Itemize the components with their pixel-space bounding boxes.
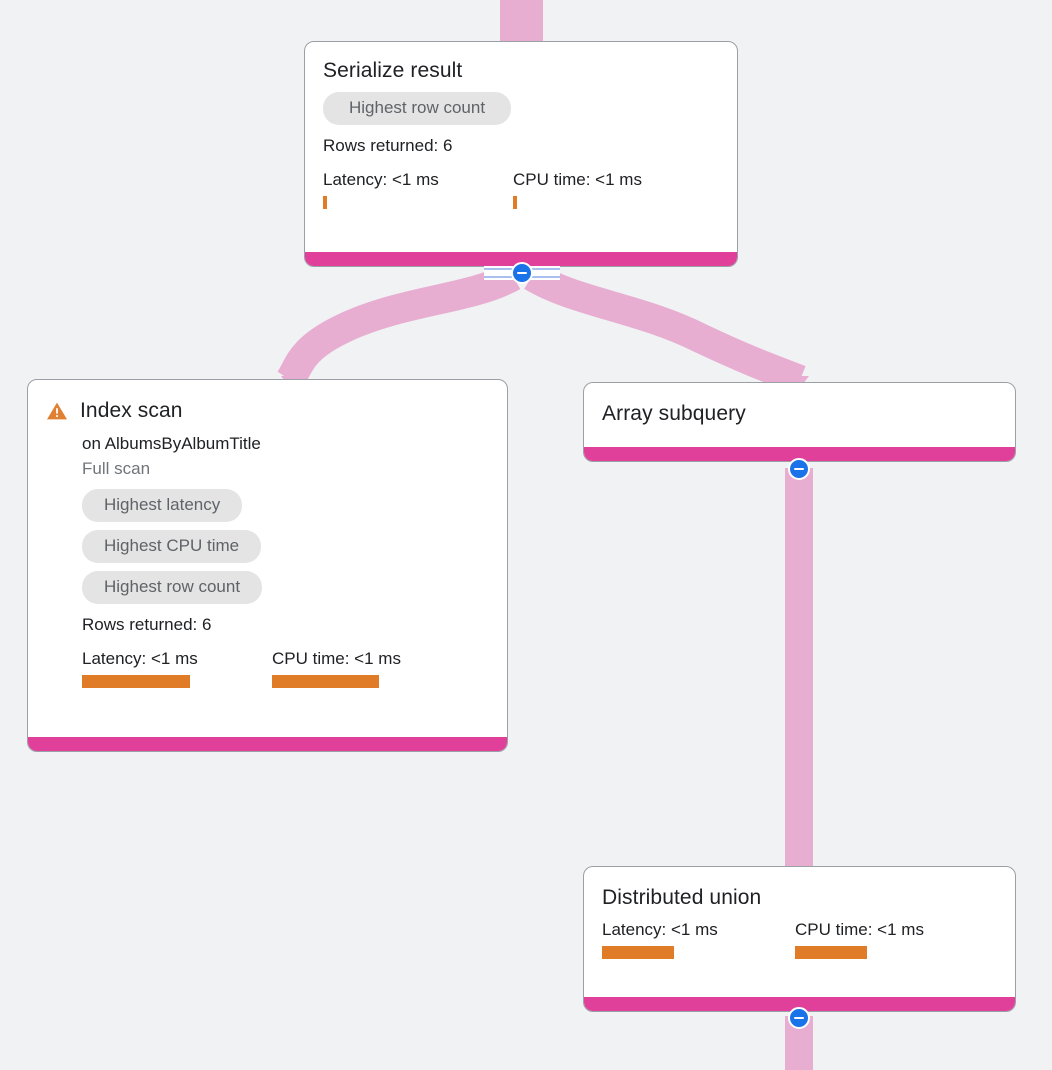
metric-cpu-time-bar [513, 196, 517, 209]
metric-cpu-time: CPU time: <1 ms [513, 169, 642, 209]
edge-incoming-top [500, 0, 543, 42]
rows-returned: Rows returned: 6 [323, 136, 453, 155]
metric-latency: Latency: <1 ms [323, 169, 513, 209]
node-subtitle: on AlbumsByAlbumTitle [82, 434, 261, 453]
node-accent-bar [584, 997, 1015, 1011]
chip-list: Highest row count [323, 84, 719, 125]
node-body: Array subquery [584, 383, 1015, 427]
node-detail: Full scan [82, 459, 151, 478]
node-accent-bar [305, 252, 737, 266]
node-array-subquery[interactable]: Array subquery [583, 382, 1016, 462]
collapse-button-array-subquery[interactable] [788, 458, 810, 480]
metric-cpu-time-label: CPU time: <1 ms [795, 920, 924, 939]
metric-latency-label: Latency: <1 ms [323, 170, 439, 189]
metric-cpu-time: CPU time: <1 ms [795, 919, 924, 959]
edge-serialize-to-index-scan [277, 262, 521, 389]
node-title: Index scan [80, 399, 183, 422]
metric-latency: Latency: <1 ms [602, 919, 795, 959]
node-distributed-union[interactable]: Distributed union Latency: <1 ms CPU tim… [583, 866, 1016, 1012]
warning-triangle-icon [47, 402, 67, 420]
chip-highest-cpu-time: Highest CPU time [82, 530, 262, 563]
rows-returned: Rows returned: 6 [82, 615, 212, 634]
metrics-row: Latency: <1 ms CPU time: <1 ms [82, 648, 489, 688]
node-body: Index scan on AlbumsByAlbumTitle Full sc… [28, 380, 507, 702]
metric-latency-label: Latency: <1 ms [82, 649, 198, 668]
collapse-button-distributed-union[interactable] [788, 1007, 810, 1029]
metric-latency-bar [602, 946, 674, 959]
chip-highest-row-count: Highest row count [323, 92, 512, 125]
metric-latency-label: Latency: <1 ms [602, 920, 718, 939]
node-accent-bar [584, 447, 1015, 461]
metrics-row: Latency: <1 ms CPU time: <1 ms [323, 169, 719, 209]
edge-array-to-distributed-union [785, 468, 813, 870]
collapse-button-serialize-result[interactable] [511, 262, 533, 284]
metric-cpu-time-label: CPU time: <1 ms [513, 170, 642, 189]
node-title: Distributed union [602, 886, 762, 909]
node-header: Index scan [46, 398, 489, 424]
chip-highest-row-count: Highest row count [82, 571, 263, 604]
node-title: Serialize result [323, 59, 463, 82]
node-serialize-result[interactable]: Serialize result Highest row count Rows … [304, 41, 738, 267]
metric-latency-bar [323, 196, 327, 209]
chip-list: Highest latency Highest CPU time Highest… [82, 481, 489, 604]
metrics-row: Latency: <1 ms CPU time: <1 ms [602, 919, 997, 959]
metric-cpu-time-label: CPU time: <1 ms [272, 649, 401, 668]
node-body: Serialize result Highest row count Rows … [305, 42, 737, 223]
edge-serialize-to-array-subquery [524, 262, 806, 394]
metric-cpu-time-bar [272, 675, 379, 688]
metric-latency: Latency: <1 ms [82, 648, 272, 688]
node-body: Distributed union Latency: <1 ms CPU tim… [584, 867, 1015, 959]
node-title: Array subquery [602, 402, 746, 425]
metric-cpu-time: CPU time: <1 ms [272, 648, 401, 688]
node-header: Serialize result [323, 58, 719, 84]
metric-cpu-time-bar [795, 946, 867, 959]
node-header: Array subquery [602, 401, 997, 427]
metric-latency-bar [82, 675, 190, 688]
node-header: Distributed union [602, 885, 997, 911]
chip-highest-latency: Highest latency [82, 489, 243, 522]
node-index-scan[interactable]: Index scan on AlbumsByAlbumTitle Full sc… [27, 379, 508, 752]
node-accent-bar [28, 737, 507, 751]
